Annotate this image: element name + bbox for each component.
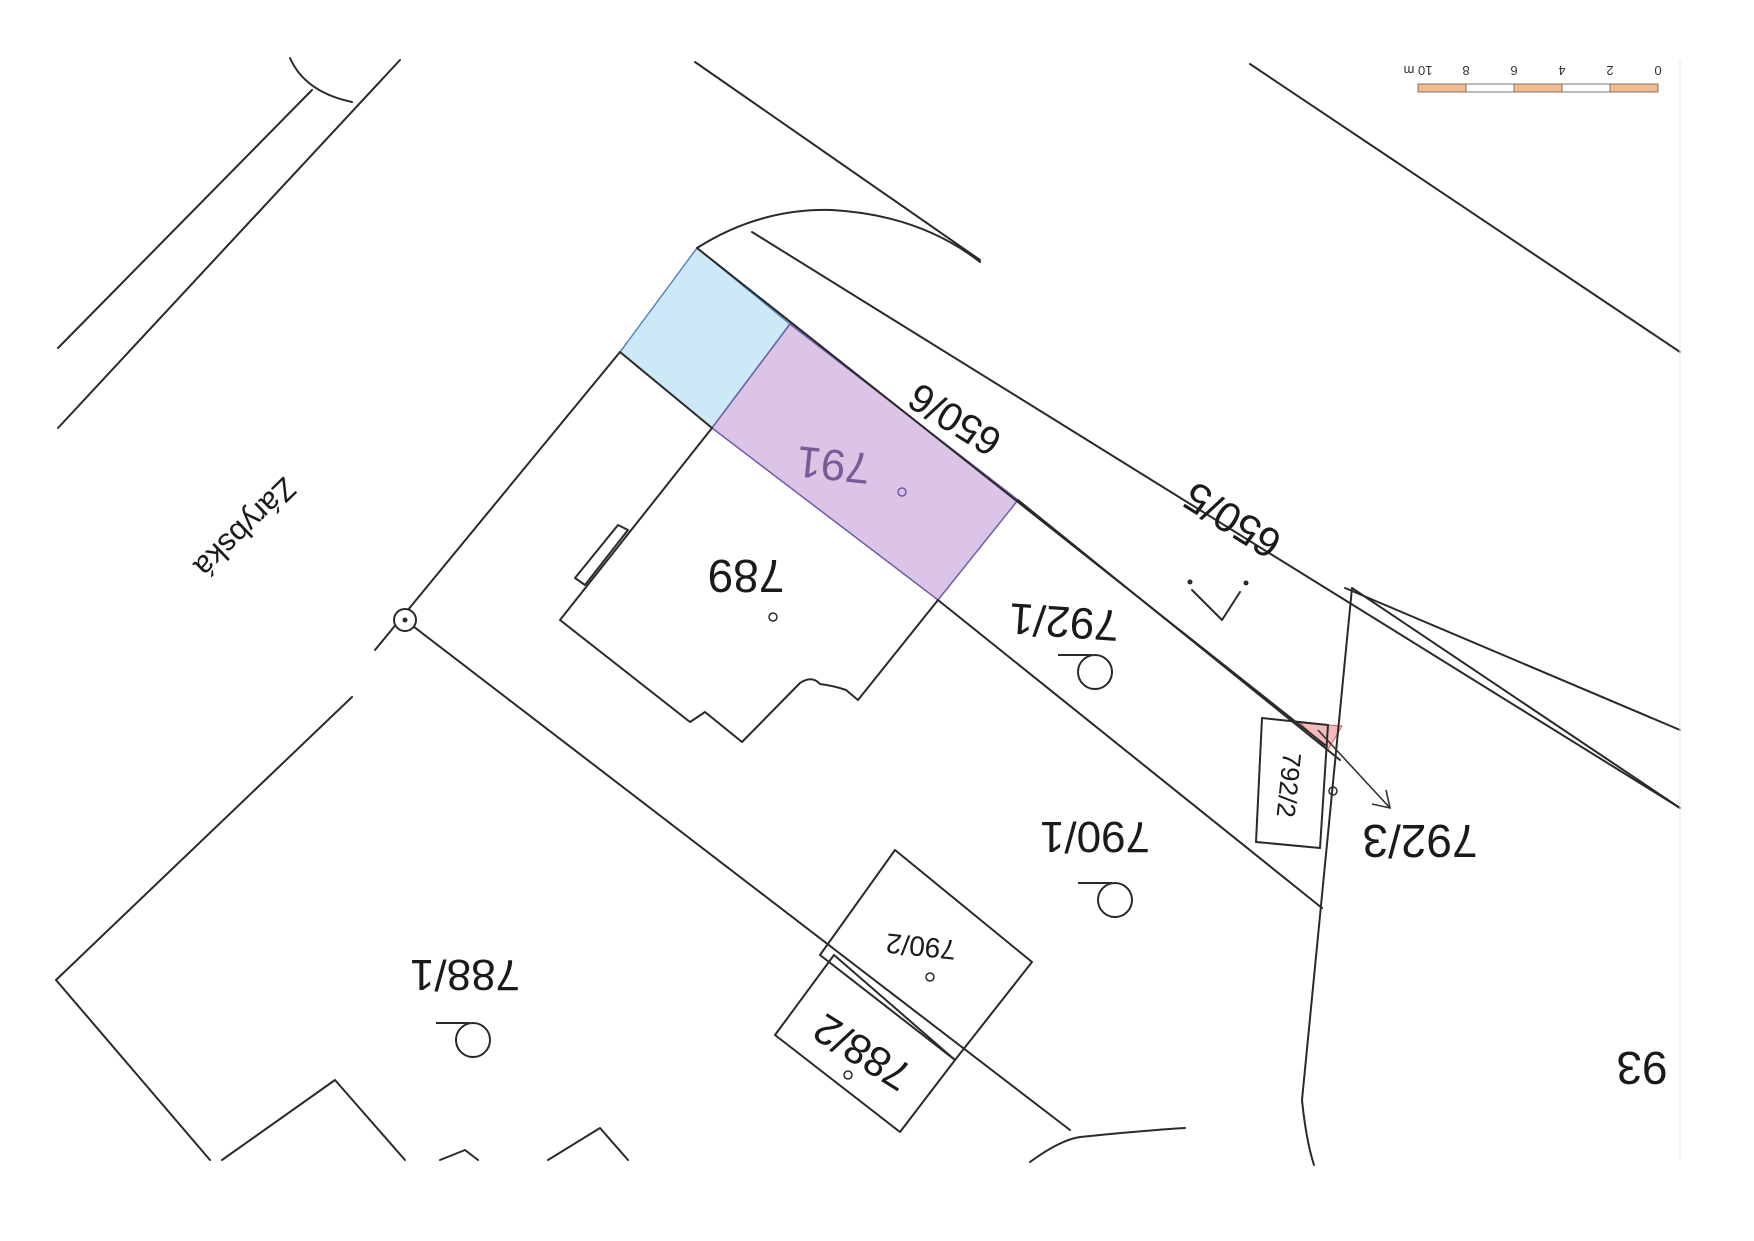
parcel-boundaries: [55, 61, 1681, 1166]
scale-tick-0: 0: [1654, 63, 1661, 78]
scale-tick-6: 6: [1510, 63, 1517, 78]
parcel-label-792-3: 792/3: [1362, 815, 1477, 867]
parcel-marker-icons: [436, 654, 1133, 1058]
street-label: Zárybská: [187, 471, 304, 585]
parcel-label-791: 791: [794, 436, 872, 492]
parcel-label-792-1: 792/1: [1007, 593, 1120, 650]
parcel-label-790-1: 790/1: [1040, 812, 1150, 861]
survey-point-icon: [393, 608, 417, 632]
parcel-label-789: 789: [708, 550, 785, 602]
building-792-2: [1255, 717, 1329, 849]
parcel-label-650-5: 650/5: [1175, 473, 1289, 569]
building-788-2: [774, 954, 956, 1133]
parcel-label-93: 93: [1616, 1042, 1667, 1094]
building-789-annex: [574, 524, 629, 586]
parcel-label-788-1: 788/1: [410, 950, 520, 999]
street-lines: [57, 57, 401, 429]
parcel-label-792-2: 792/2: [1271, 751, 1308, 819]
scale-tick-2: 2: [1606, 63, 1613, 78]
parcel-dot-icons: [768, 487, 1338, 1080]
scale-tick-8: 8: [1462, 63, 1469, 78]
parcel-label-790-2: 790/2: [885, 927, 958, 965]
scale-bar: 0 2 4 6 8 10 m: [1404, 63, 1662, 93]
pointer-arrow-icon: [1317, 729, 1392, 810]
scale-tick-10m: 10 m: [1404, 63, 1433, 78]
chevron-mark-icon: [1187, 579, 1249, 621]
building-789-outline: [559, 427, 939, 743]
scale-tick-4: 4: [1558, 63, 1565, 78]
